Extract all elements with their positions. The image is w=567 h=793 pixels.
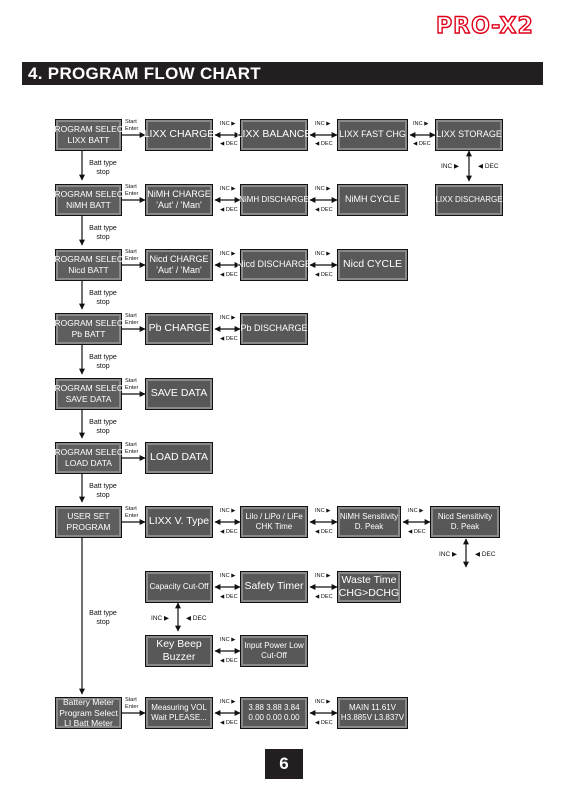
page-number: 6 [265, 749, 303, 779]
inc-label: INC ▶ [220, 251, 236, 257]
nicd-discharge: Nicd DISCHARGE [237, 249, 311, 281]
load-data: LOAD DATA [145, 442, 213, 474]
safety-timer: Safety Timer [240, 571, 308, 603]
dec-label: ◀ DEC [186, 615, 207, 622]
lixx-charge: LIXX CHARGE [144, 119, 214, 151]
pb-charge: Pb CHARGE [145, 313, 213, 345]
inc-label: INC ▶ [315, 699, 331, 705]
inc-label: INC ▶ [151, 615, 170, 622]
dec-label: ◀ DEC [413, 141, 431, 147]
dec-label: ◀ DEC [220, 336, 238, 342]
nicd-cycle: Nicd CYCLE [337, 249, 408, 281]
dec-label: ◀ DEC [315, 720, 333, 726]
dec-label: ◀ DEC [220, 720, 238, 726]
lixx-v-type: LIXX V. Type [145, 506, 213, 538]
inc-label: INC ▶ [315, 251, 331, 257]
inc-label: INC ▶ [315, 508, 331, 514]
lixx-discharge: LIXX DISCHARGE [435, 184, 503, 216]
inc-label: INC ▶ [441, 163, 460, 170]
section-title: 4. PROGRAM FLOW CHART [22, 62, 543, 85]
inc-label: INC ▶ [220, 186, 236, 192]
inc-label: INC ▶ [315, 573, 331, 579]
dec-label: ◀ DEC [315, 529, 333, 535]
inc-label: INC ▶ [439, 551, 458, 558]
dec-label: ◀ DEC [475, 551, 496, 558]
lixx-storage: LIXX STORAGE [435, 119, 503, 151]
inc-label: INC ▶ [220, 637, 236, 643]
inc-label: INC ▶ [315, 186, 331, 192]
inc-label: INC ▶ [315, 121, 331, 127]
inc-label: INC ▶ [413, 121, 429, 127]
dec-label: ◀ DEC [220, 594, 238, 600]
inc-label: INC ▶ [220, 508, 236, 514]
inc-label: INC ▶ [220, 121, 236, 127]
nicd-charge: Nicd CHARGE'Aut' / 'Man' [145, 249, 213, 281]
nimh-charge: NiMH CHARGE'Aut' / 'Man' [145, 184, 213, 216]
inc-label: INC ▶ [220, 315, 236, 321]
inc-label: INC ▶ [408, 508, 424, 514]
dec-label: ◀ DEC [220, 529, 238, 535]
lixx-balance: LIXX BALANCE [237, 119, 311, 151]
dec-label: ◀ DEC [408, 529, 426, 535]
dec-label: ◀ DEC [315, 207, 333, 213]
pro-x2-logo: PRO-X2 [435, 13, 534, 39]
dec-label: ◀ DEC [315, 141, 333, 147]
dec-label: ◀ DEC [220, 272, 238, 278]
capacity-cut-off: Capacity Cut-Off [145, 571, 213, 603]
dec-label: ◀ DEC [315, 272, 333, 278]
inc-label: INC ▶ [220, 573, 236, 579]
pb-discharge: Pb DISCHARGE [240, 313, 308, 345]
save-data: SAVE DATA [145, 378, 213, 410]
dec-label: ◀ DEC [315, 594, 333, 600]
nimh-cycle: NiMH CYCLE [337, 184, 408, 216]
lixx-fast-chg: LIXX FAST CHG [337, 119, 408, 151]
dec-label: ◀ DEC [478, 163, 499, 170]
inc-label: INC ▶ [220, 699, 236, 705]
dec-label: ◀ DEC [220, 658, 238, 664]
dec-label: ◀ DEC [220, 141, 238, 147]
nimh-discharge: NiMH DISCHARGE [239, 184, 309, 216]
dec-label: ◀ DEC [220, 207, 238, 213]
